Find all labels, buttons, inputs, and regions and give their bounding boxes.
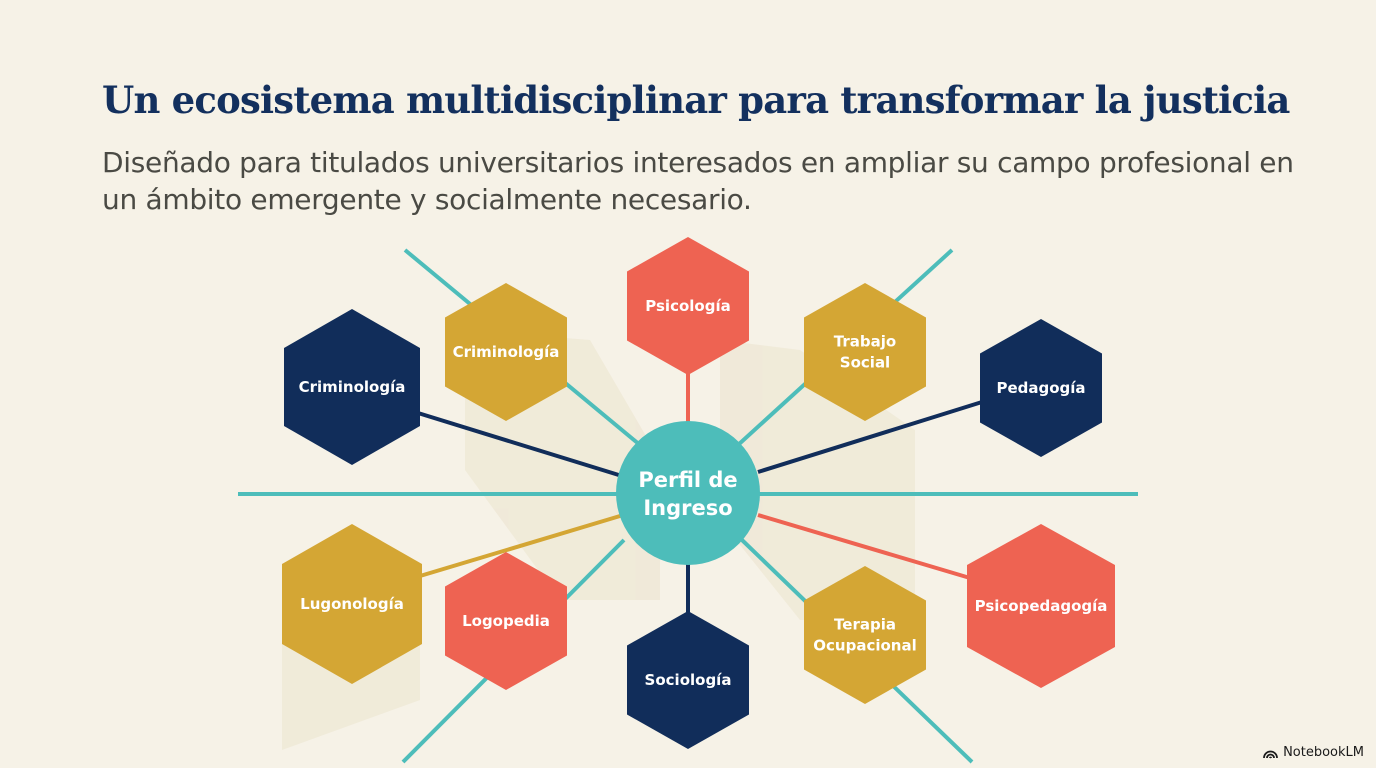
connector-psicopedagogia (757, 513, 971, 580)
hex-label: Logopedia (462, 612, 550, 630)
hexagon-shape (445, 552, 567, 690)
notebooklm-logo: NotebookLM (1263, 745, 1364, 760)
hex-label: Social (840, 354, 890, 372)
hex-label: Criminología (299, 378, 406, 396)
hex-node-lugonologia: Lugonología (282, 524, 422, 684)
hex-label: Terapia (834, 616, 896, 634)
hex-node-psicologia: Psicología (627, 237, 749, 375)
hex-label: Trabajo (834, 333, 896, 351)
connector-lugonologia (419, 514, 621, 578)
center-label-line2: Ingreso (643, 496, 732, 520)
hex-label: Pedagogía (996, 379, 1085, 397)
hex-label: Sociología (645, 671, 732, 689)
notebooklm-icon (1263, 750, 1278, 759)
connector-criminologia-navy (417, 411, 623, 478)
hex-node-psicopedagogia: Psicopedagogía (967, 524, 1115, 688)
connector-pedagogia (757, 400, 983, 474)
hexagon-shape (980, 319, 1102, 457)
hex-label: Ocupacional (813, 637, 916, 655)
hexagon-shape (804, 283, 926, 421)
hexagon-shape (282, 524, 422, 684)
hexagon-shape (967, 524, 1115, 688)
hex-node-criminologia-gold: Criminología (445, 283, 567, 421)
hexagon-shape (445, 283, 567, 421)
hex-label: Lugonología (300, 595, 404, 613)
hex-node-criminologia-navy: Criminología (284, 309, 420, 465)
center-circle (616, 421, 760, 565)
hexagon-shape (627, 237, 749, 375)
page-subtitle: Diseñado para titulados universitarios i… (102, 146, 1294, 216)
hex-node-logopedia: Logopedia (445, 552, 567, 690)
hex-label: Criminología (453, 343, 560, 361)
center-label-line1: Perfil de (638, 468, 737, 492)
page-title: Un ecosistema multidisciplinar para tran… (102, 78, 1290, 122)
hexagon-shape (804, 566, 926, 704)
hex-node-pedagogia: Pedagogía (980, 319, 1102, 457)
hexagon-shape (284, 309, 420, 465)
hex-node-sociologia: Sociología (627, 611, 749, 749)
hex-label: Psicopedagogía (975, 597, 1108, 615)
hexagon-shape (627, 611, 749, 749)
brand-name: NotebookLM (1283, 745, 1364, 760)
center-node: Perfil de Ingreso (616, 421, 760, 565)
hex-label: Psicología (645, 297, 730, 315)
